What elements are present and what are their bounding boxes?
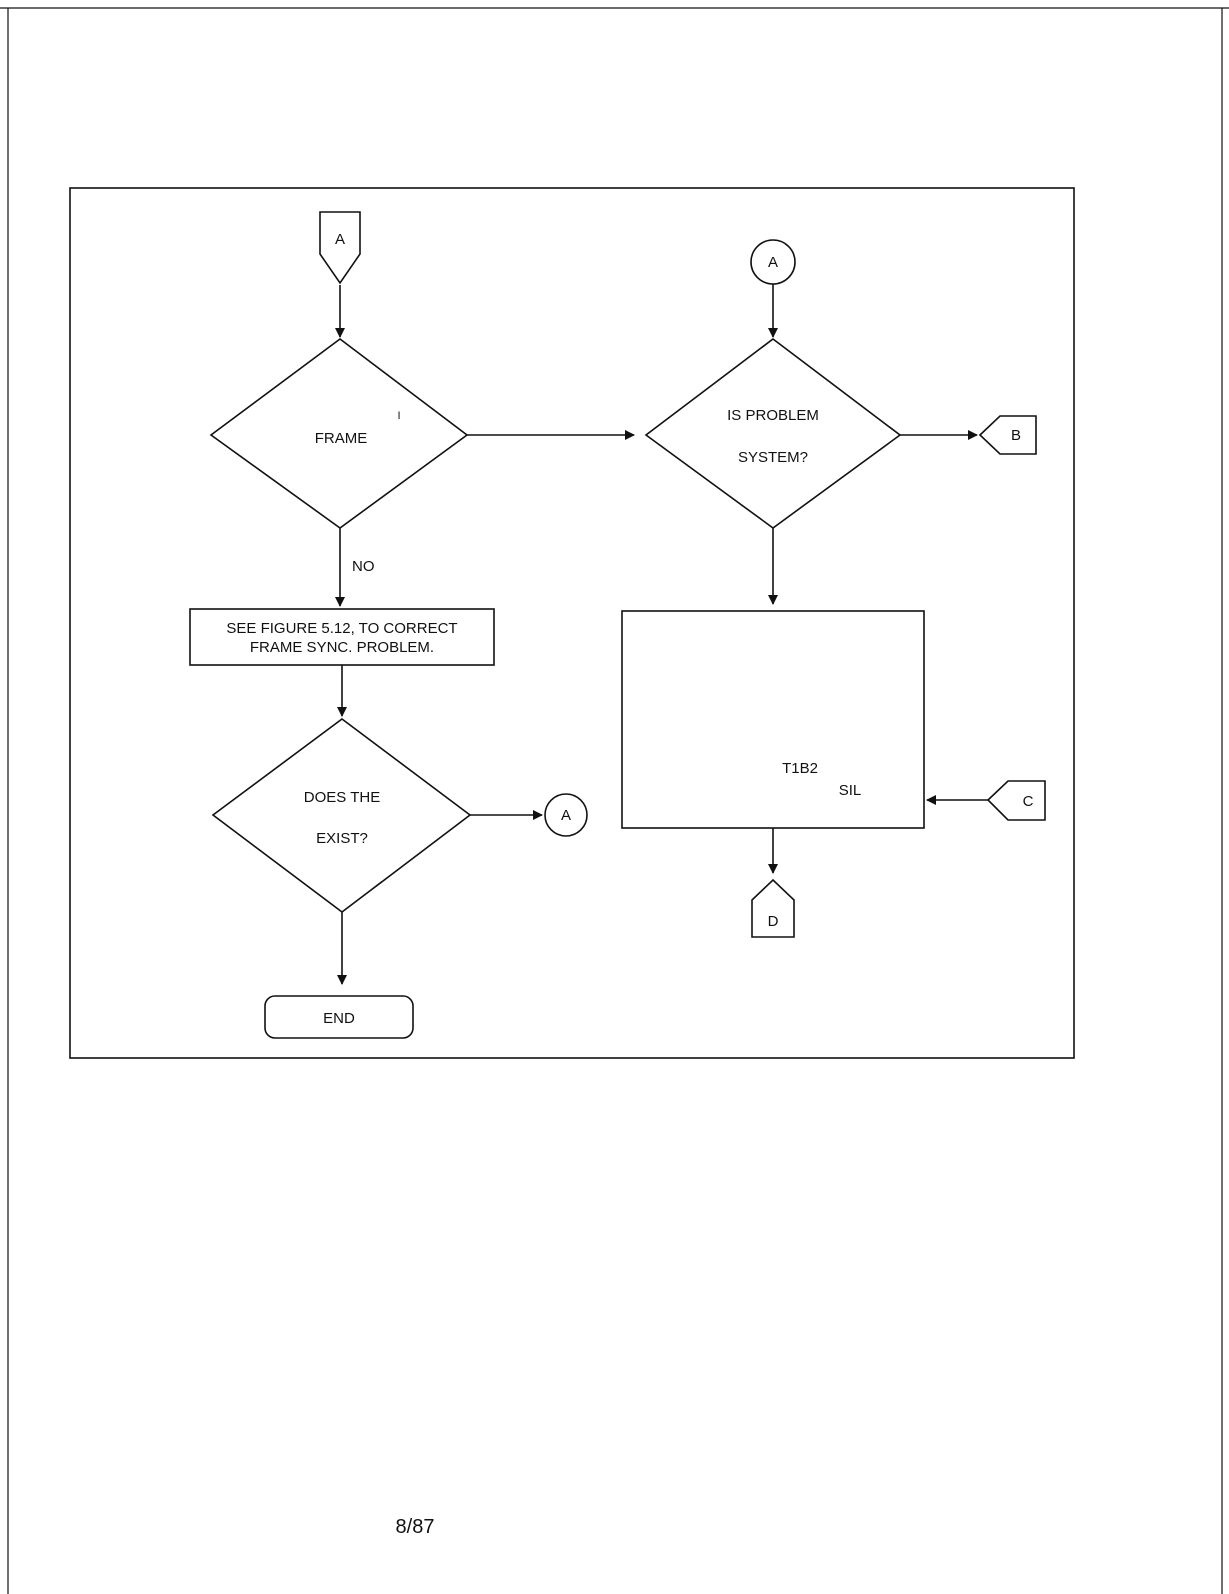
figure-frame: [69, 187, 1075, 1059]
decision-problem-line2: SYSTEM?: [738, 449, 808, 466]
connector-label-b: B: [1011, 427, 1021, 444]
connector-label-a-top: A: [335, 231, 345, 248]
connector-a-mid: [544, 793, 588, 837]
process-figure-ref-line2: FRAME SYNC. PROBLEM.: [250, 639, 434, 656]
process-figure-ref-line1: SEE FIGURE 5.12, TO CORRECT: [226, 620, 457, 637]
process-t1b2-box: [621, 610, 925, 829]
offpage-connector-b: [978, 415, 1037, 455]
process-t1b2-line2: SIL: [839, 782, 862, 799]
decision-exist-line2: EXIST?: [316, 830, 368, 847]
decision-frame-label: FRAME: [315, 430, 368, 447]
process-t1b2-line1: T1B2: [782, 760, 818, 777]
terminator-end-label: END: [323, 1010, 355, 1027]
connector-label-a-top-right: A: [768, 254, 778, 271]
offpage-connector-a-top: [319, 211, 361, 285]
offpage-connector-d: [751, 878, 795, 938]
decision-problem: [644, 337, 902, 529]
terminator-end: [264, 995, 414, 1039]
decision-frame-stray-mark: I: [397, 410, 400, 422]
connector-label-d: D: [768, 913, 779, 930]
branch-label-no: NO: [352, 558, 375, 575]
footer-date: 8/87: [396, 1516, 435, 1538]
connector-label-a-mid: A: [561, 807, 571, 824]
offpage-connector-c: [986, 780, 1046, 821]
decision-problem-line1: IS PROBLEM: [727, 407, 819, 424]
decision-exist: [211, 718, 472, 914]
process-figure-ref-box: [189, 608, 495, 666]
decision-exist-line1: DOES THE: [304, 789, 380, 806]
connector-label-c: C: [1023, 793, 1034, 810]
